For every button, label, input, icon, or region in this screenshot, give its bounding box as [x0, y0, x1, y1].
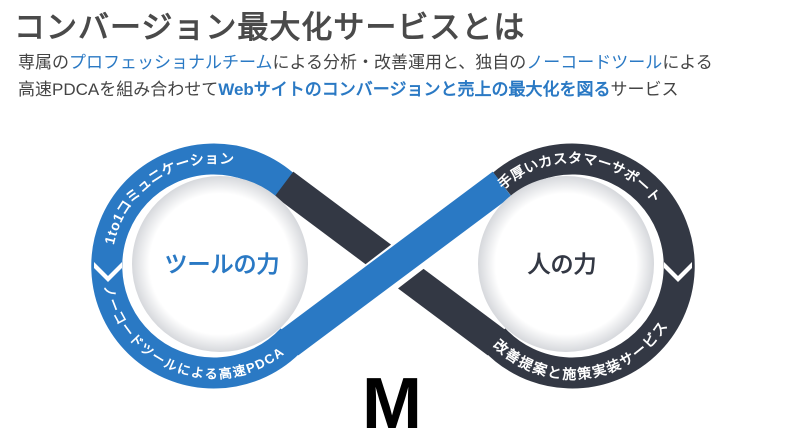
brand-logo: M	[362, 364, 422, 436]
left-inner-circle	[132, 176, 308, 352]
desc-highlight: プロフェッショナルチーム	[69, 53, 273, 72]
desc-text: 高速PDCAを組み合わせて	[18, 80, 219, 99]
blue-crossing-band	[279, 171, 512, 356]
description-line-2: 高速PDCAを組み合わせてWebサイトのコンバージョンと売上の最大化を図るサービ…	[18, 75, 678, 100]
desc-text: サービス	[610, 80, 679, 99]
arrow-chevron-icon	[664, 262, 692, 282]
desc-highlight: Webサイトのコンバージョンと売上の最大化を図る	[218, 80, 611, 99]
left-ring	[91, 143, 304, 389]
desc-text: による	[662, 53, 713, 72]
tool-power-label: ツールの力	[165, 251, 280, 277]
right-inner-circle	[478, 176, 654, 352]
desc-text: 専属の	[18, 53, 69, 72]
desc-highlight: ノーコードツール	[526, 53, 663, 72]
page-title: コンバージョン最大化サービスとは	[14, 10, 526, 45]
human-power-label: 人の力	[528, 251, 597, 277]
arrow-chevron-icon	[94, 262, 122, 282]
right-ring	[482, 143, 695, 389]
description-line-1: 専属のプロフェッショナルチームによる分析・改善運用と、独自のノーコードツールによ…	[18, 48, 713, 73]
desc-text: による分析・改善運用と、独自の	[272, 53, 527, 72]
